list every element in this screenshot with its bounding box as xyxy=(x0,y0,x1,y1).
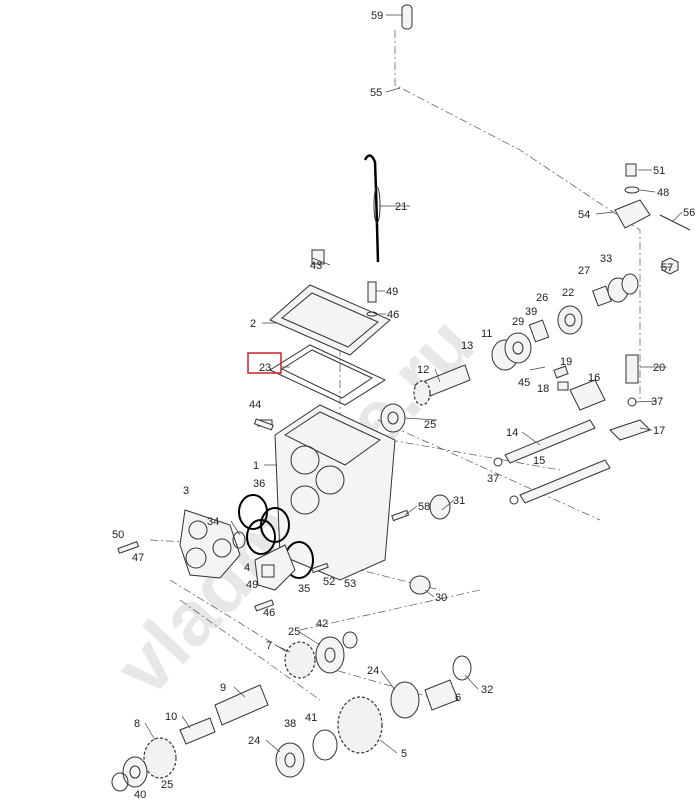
callout-16[interactable]: 16 xyxy=(588,372,600,384)
callout-29[interactable]: 29 xyxy=(512,316,524,328)
callout-45[interactable]: 45 xyxy=(518,377,530,389)
callout-42[interactable]: 42 xyxy=(316,618,328,630)
input-shaft-assembly xyxy=(380,273,639,433)
callout-30[interactable]: 30 xyxy=(435,592,447,604)
callout-57[interactable]: 57 xyxy=(661,262,673,274)
callout-11[interactable]: 11 xyxy=(481,328,492,340)
callout-7[interactable]: 7 xyxy=(266,640,272,652)
callout-31[interactable]: 31 xyxy=(453,495,465,507)
callout-53[interactable]: 53 xyxy=(344,578,356,590)
callout-36[interactable]: 36 xyxy=(253,478,265,490)
callout-58[interactable]: 58 xyxy=(418,501,430,513)
callout-13[interactable]: 13 xyxy=(461,340,473,352)
callout-1[interactable]: 1 xyxy=(253,460,259,472)
callout-20[interactable]: 20 xyxy=(653,362,665,374)
callout-34[interactable]: 34 xyxy=(207,516,219,528)
shift-rods xyxy=(493,365,611,505)
callout-24[interactable]: 24 xyxy=(367,665,379,677)
callout-59[interactable]: 59 xyxy=(371,10,383,22)
callout-51[interactable]: 51 xyxy=(653,165,665,177)
callout-25b[interactable]: 25 xyxy=(288,626,300,638)
callout-55[interactable]: 55 xyxy=(370,87,382,99)
callout-25[interactable]: 25 xyxy=(424,419,436,431)
callout-10[interactable]: 10 xyxy=(165,711,177,723)
callout-44[interactable]: 44 xyxy=(249,399,261,411)
callout-21[interactable]: 21 xyxy=(395,201,407,213)
callout-38[interactable]: 38 xyxy=(284,718,296,730)
callout-48[interactable]: 48 xyxy=(657,187,669,199)
highlight-box-23 xyxy=(247,352,282,374)
top-cover xyxy=(269,249,391,356)
callout-23[interactable]: 23 xyxy=(259,362,271,374)
leader-lines xyxy=(144,14,683,754)
callout-19[interactable]: 19 xyxy=(560,356,572,368)
callout-49b[interactable]: 49 xyxy=(246,579,258,591)
callout-54[interactable]: 54 xyxy=(578,209,590,221)
callout-50[interactable]: 50 xyxy=(112,529,124,541)
callout-37b[interactable]: 37 xyxy=(487,473,499,485)
callout-49[interactable]: 49 xyxy=(386,286,398,298)
callout-27[interactable]: 27 xyxy=(578,265,590,277)
callout-25c[interactable]: 25 xyxy=(161,779,173,791)
callout-15[interactable]: 15 xyxy=(533,455,545,467)
callout-40[interactable]: 40 xyxy=(134,789,146,800)
callouts: 59 55 21 51 48 54 56 57 43 49 46 2 33 27… xyxy=(112,10,695,800)
callout-9[interactable]: 9 xyxy=(220,682,226,694)
lower-gear-train xyxy=(111,631,472,792)
callout-5[interactable]: 5 xyxy=(401,748,407,760)
shift-lever xyxy=(401,4,532,151)
callout-2[interactable]: 2 xyxy=(250,318,256,330)
callout-46b[interactable]: 46 xyxy=(263,607,275,619)
cover-4-part xyxy=(254,544,296,591)
callout-14[interactable]: 14 xyxy=(506,427,518,439)
callout-43[interactable]: 43 xyxy=(310,260,322,272)
callout-8[interactable]: 8 xyxy=(134,718,140,730)
callout-47[interactable]: 47 xyxy=(132,552,144,564)
callout-12[interactable]: 12 xyxy=(417,364,429,376)
callout-26[interactable]: 26 xyxy=(536,292,548,304)
bracket-assembly xyxy=(609,163,691,441)
callout-18[interactable]: 18 xyxy=(537,383,549,395)
callout-6[interactable]: 6 xyxy=(455,692,461,704)
callout-24b[interactable]: 24 xyxy=(248,735,260,747)
callout-32[interactable]: 32 xyxy=(481,684,493,696)
callout-46[interactable]: 46 xyxy=(387,309,399,321)
gasket-23 xyxy=(268,344,387,406)
knob-part xyxy=(401,4,413,30)
callout-52[interactable]: 52 xyxy=(323,576,335,588)
callout-22[interactable]: 22 xyxy=(562,287,574,299)
cover-3-part xyxy=(179,509,241,579)
callout-56[interactable]: 56 xyxy=(683,207,695,219)
callout-39[interactable]: 39 xyxy=(525,306,537,318)
callout-4[interactable]: 4 xyxy=(244,562,250,574)
callout-33[interactable]: 33 xyxy=(600,253,612,265)
callout-35[interactable]: 35 xyxy=(298,583,310,595)
callout-37[interactable]: 37 xyxy=(651,396,663,408)
callout-17[interactable]: 17 xyxy=(653,425,665,437)
callout-41[interactable]: 41 xyxy=(305,712,317,724)
dipstick-part xyxy=(363,154,380,263)
callout-3[interactable]: 3 xyxy=(183,485,189,497)
